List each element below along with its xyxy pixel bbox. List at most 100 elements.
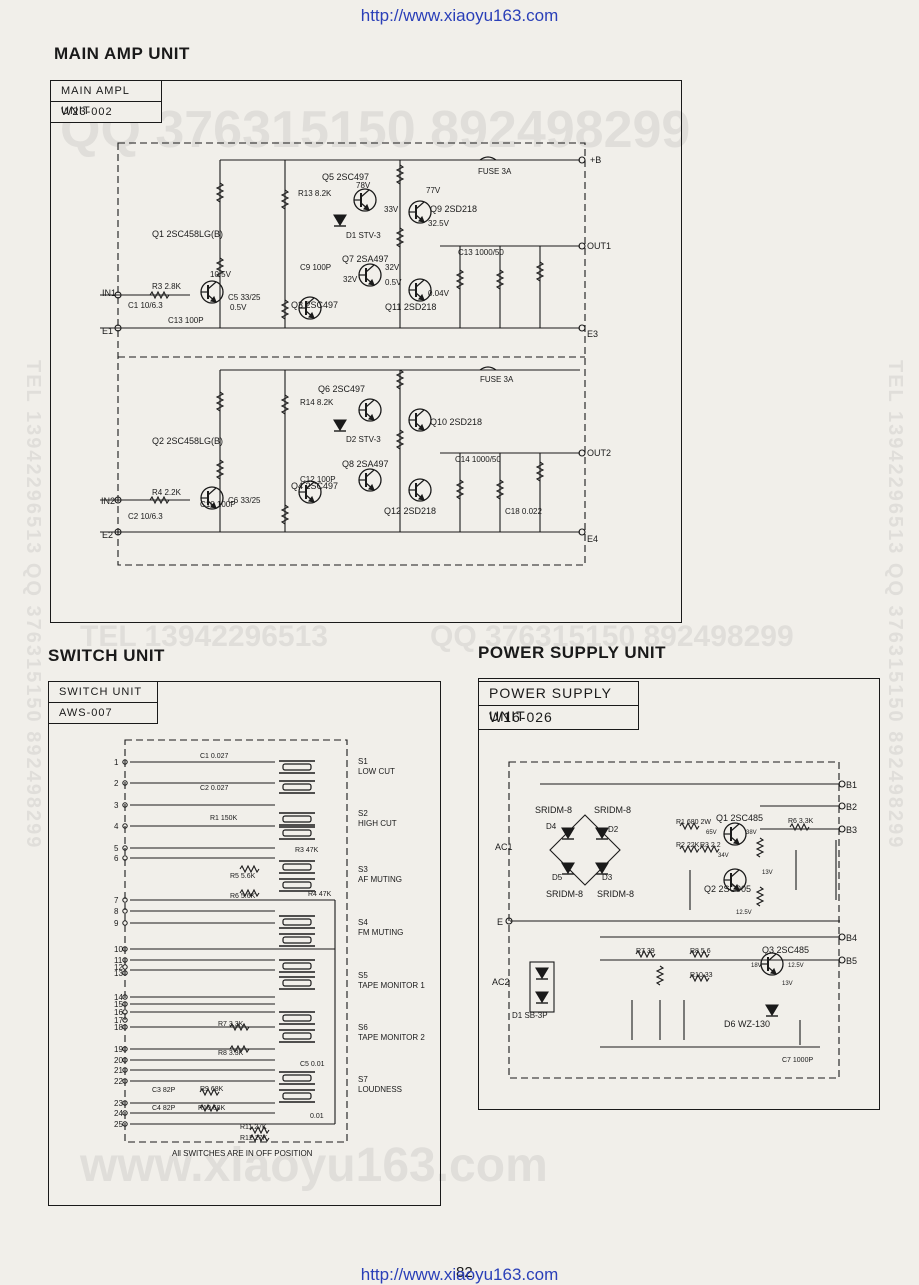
c10-label: C10 100P (200, 500, 236, 509)
switch-pin-terminal (122, 1017, 128, 1023)
c12-label: C12 100P (300, 475, 336, 484)
d1-label: D1 STV-3 (346, 231, 381, 240)
switch-unit-frame (48, 681, 441, 1206)
q7-label: Q7 2SA497 (342, 254, 389, 264)
switch-pin-label: 5 (114, 844, 119, 853)
switch-pin-label: 8 (114, 907, 119, 916)
q11-label: Q11 2SD218 (385, 302, 436, 312)
c18-label: C18 0.022 (505, 507, 542, 516)
switch-unit-box-model: AWS-007 (49, 702, 157, 723)
switch-pin-terminal (122, 897, 128, 903)
terminal-in2: IN2 (101, 496, 115, 506)
r14-label: R14 8.2K (300, 398, 334, 407)
terminal-e1: E1 (102, 326, 113, 336)
switch-pin-terminal (122, 1046, 128, 1052)
switch-part-r5-label: R5 5.6K (230, 873, 256, 880)
switch-function-label: FM MUTING (358, 928, 403, 937)
r13-label: R13 8.2K (298, 189, 332, 198)
switch-part-c2-label: C2 0.027 (200, 785, 229, 792)
switch-pin-terminal (122, 1009, 128, 1015)
terminal-ac1: AC1 (495, 842, 513, 852)
bottom-url-link[interactable]: http://www.xiaoyu163.com (360, 1265, 559, 1284)
q8-label: Q8 2SA497 (342, 459, 389, 469)
switch-part-r7-label: R7 3.3K (218, 1021, 244, 1028)
switch-function-label: TAPE MONITOR 1 (358, 981, 425, 990)
switch-pin-terminal (122, 1067, 128, 1073)
terminal-b2: B2 (846, 802, 857, 812)
switch-part-r6-label: R6 5.6K (230, 893, 256, 900)
terminal-b4: B4 (846, 933, 857, 943)
v-77-label: 77V (426, 186, 441, 195)
d1-label: D1 SB-3P (512, 1011, 548, 1020)
switch-part-r3-label: R3 47K (295, 847, 319, 854)
switch-part-r11-label: R11 27K (240, 1124, 267, 1131)
terminal-b1: B1 (846, 780, 857, 790)
switch-unit-box-title: SWITCH UNIT (59, 686, 143, 698)
fuse-1-label: FUSE 3A (478, 167, 512, 176)
switch-part-r9-label: R9 68K (200, 1086, 224, 1093)
v-33-label: 33V (384, 205, 399, 214)
diode-label-tr: SRIDM-8 (594, 805, 631, 815)
switch-part-c1-label: C1 0.027 (200, 753, 229, 760)
c2-label: C2 10/6.3 (128, 512, 163, 521)
switch-pin-label: 15 (114, 1000, 123, 1009)
r8-ps-label: R8 5.6 (690, 948, 711, 955)
q4-label: Q4 2SC497 (291, 481, 338, 491)
switch-pin-label: 2 (114, 779, 119, 788)
switch-pin-terminal (122, 1078, 128, 1084)
r4-label: R4 2.2K (152, 488, 182, 497)
terminal-b3: B3 (846, 825, 857, 835)
switch-pin-terminal (122, 780, 128, 786)
switch-unit-labels: 1234567891011121314151617181920212223242… (114, 753, 425, 1158)
switch-pin-label: 11 (114, 956, 123, 965)
power-supply-box-title: POWER SUPPLY UNIT (489, 685, 612, 724)
main-amp-labels: +B OUT1 E3 OUT2 E4 IN1 E1 IN2 E2 FUSE 3A… (101, 155, 611, 544)
c9-label: C9 100P (300, 263, 331, 272)
main-amp-box-title: MAIN AMPL UNIT (61, 85, 130, 117)
switch-part-r4-label: R4 47K (308, 891, 332, 898)
switch-pin-label: 22 (114, 1077, 123, 1086)
switch-ref-label: S6 (358, 1023, 368, 1032)
v-38: 38V (746, 830, 757, 836)
switch-function-label: HIGH CUT (358, 819, 397, 828)
q1-label: Q1 2SC458LG(B) (152, 229, 223, 239)
r10-ps-label: R10 33 (690, 972, 713, 979)
switch-pin-label: 12 (114, 963, 123, 972)
c7-ps-label: C7 1000P (782, 1057, 813, 1064)
v-105-label: 10.5V (210, 270, 232, 279)
terminal-in1: IN1 (102, 288, 116, 298)
page-number: 82 (456, 1264, 473, 1281)
v-32b-label: 32V (385, 263, 400, 272)
switch-part-r1-label: R1 150K (210, 815, 238, 822)
power-supply-heading: POWER SUPPLY UNIT (478, 643, 666, 662)
r7-ps-label: R7 39 (636, 948, 655, 955)
switch-pin-terminal (122, 845, 128, 851)
v-18: 18V (751, 963, 762, 969)
diode-label-br: SRIDM-8 (597, 889, 634, 899)
switch-pin-label: 17 (114, 1016, 123, 1025)
switch-pin-terminal (122, 957, 128, 963)
terminal-e: E (497, 917, 503, 927)
q1-ps-label: Q1 2SC485 (716, 813, 763, 823)
r3-ps-label: R3 2.2 (700, 842, 721, 849)
v-65: 65V (706, 830, 717, 836)
terminal-e3: E3 (587, 329, 598, 339)
top-url-link[interactable]: http://www.xiaoyu163.com (360, 6, 559, 25)
switch-pin-terminal (122, 1100, 128, 1106)
terminal-b5: B5 (846, 956, 857, 966)
switch-pin-label: 9 (114, 919, 119, 928)
switch-pin-label: 23 (114, 1099, 123, 1108)
switch-pin-label: 6 (114, 854, 119, 863)
q9-label: Q9 2SD218 (430, 204, 477, 214)
r6-ps-label: R6 3.3K (788, 818, 814, 825)
switch-pin-terminal (122, 802, 128, 808)
v-32-label: 32V (343, 275, 358, 284)
switch-pin-terminal (122, 908, 128, 914)
q2-label: Q2 2SC458LG(B) (152, 436, 223, 446)
v-125: 12.5V (736, 910, 752, 916)
main-amp-frame (50, 80, 682, 623)
q3-label: Q3 2SC497 (291, 300, 338, 310)
c13-out-label: C13 1000/50 (458, 248, 504, 257)
switch-unit-label-box: SWITCH UNIT AWS-007 (48, 681, 158, 724)
switch-pin-terminal (122, 823, 128, 829)
